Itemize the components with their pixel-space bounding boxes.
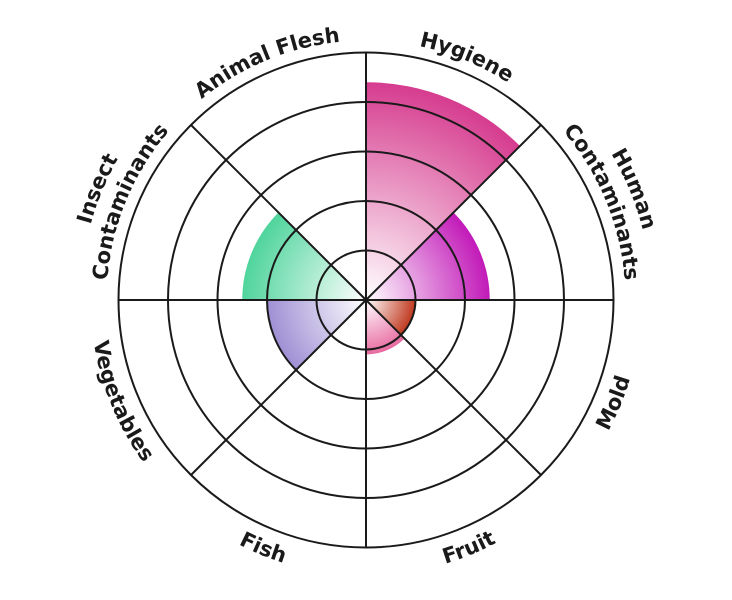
wedge-layer: [242, 82, 521, 371]
grid-spoke-5: [190, 299, 367, 476]
category-label-mold: Mold: [591, 372, 635, 433]
wedge-human-contaminants: [366, 212, 490, 300]
wedge-mold: [366, 300, 416, 336]
grid-layer: [117, 51, 615, 549]
grid-spoke-7: [190, 124, 367, 301]
category-label-hygiene: Hygiene: [418, 27, 518, 87]
wedge-vegetables: [267, 300, 366, 371]
wedge-insect-contaminants: [242, 212, 366, 300]
category-label-animal-flesh: Animal Flesh: [190, 23, 341, 103]
grid-spoke-1: [365, 124, 542, 301]
grid-spoke-3: [365, 299, 542, 476]
wedge-hygiene: [366, 82, 521, 300]
category-label-vegetables: Vegetables: [89, 339, 160, 466]
category-label-fruit: Fruit: [439, 526, 498, 569]
